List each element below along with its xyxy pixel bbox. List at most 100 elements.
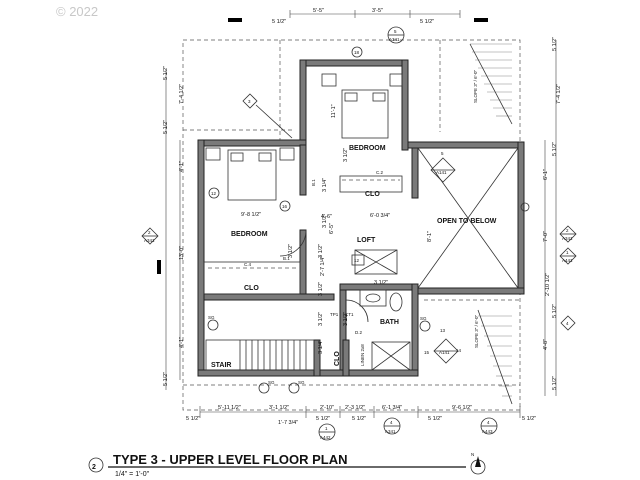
wall-bath-right [411, 283, 419, 377]
dim-right-5: 7'-0" [543, 231, 549, 242]
tag-sg: SG [420, 316, 427, 321]
loft-furniture [354, 249, 398, 275]
drawing-number: 2 [92, 464, 96, 471]
wall-open-top [407, 141, 525, 149]
fixtures [203, 73, 519, 371]
wall-open-left [411, 147, 419, 199]
dim-right-9: 5 1/2" [552, 376, 558, 390]
room-label-bedroom-2: BEDROOM [231, 231, 268, 238]
dim-left-3: 5 1/2" [163, 120, 169, 134]
dim-bot-4: 2'-3 1/2" [345, 405, 365, 411]
section-marker-open: 5 A141 [430, 151, 456, 183]
tag-sg: SG [268, 380, 275, 385]
keynote-circle [520, 202, 530, 212]
dim-c4: 3 1/2" [288, 244, 294, 258]
dim-left-4: 4'-1" [179, 161, 185, 172]
slope-label-top: SLOPE 3" / 6'-0" [473, 70, 478, 103]
dim-c3: 3 1/2" [322, 214, 328, 228]
section-number: 2 [566, 228, 569, 233]
nightstand [205, 147, 221, 161]
nightstand [321, 73, 337, 87]
room-label-bath: BATH [380, 319, 399, 326]
keynote-number: 3 [248, 99, 251, 104]
dim-left-1: 5 1/2" [163, 66, 169, 80]
room-label-linen: LINEN 2x8 [360, 344, 365, 366]
tag-c4: C.4 [244, 262, 252, 267]
dim-top-left: 5'-5" [313, 8, 324, 14]
dim-bot-2: 3'-1 1/2" [269, 405, 289, 411]
dim-bot-8: 5 1/2" [522, 416, 536, 422]
walls [197, 59, 525, 377]
section-number: 4 [487, 420, 490, 425]
section-marker-bottom-3: 4 A443 [480, 417, 498, 435]
dim-left-6: 4'-1" [179, 337, 185, 348]
section-marker-right-2: 1 A441 [559, 247, 577, 265]
keynote-number: 14 [456, 348, 462, 353]
section-ref: A141 [436, 170, 447, 175]
room-label-clo-main: CLO [365, 191, 380, 198]
dim-c7: 3 1/2" [318, 282, 324, 296]
north-arrow-pointer [475, 456, 481, 467]
dim-c6: 2'-7 1/4" [320, 256, 326, 276]
room-label-open-to-below: OPEN TO BELOW [437, 218, 497, 225]
keynote-box [351, 254, 365, 266]
north-label: N [471, 452, 474, 457]
wall-open-bottom [411, 287, 525, 295]
dim-left-7: 5 1/2" [163, 372, 169, 386]
tag-ct1: CT1 [345, 312, 354, 317]
section-ref: A141 [439, 350, 450, 355]
wall-bed2-top [197, 139, 307, 147]
keynote-diamond-3: 3 [242, 93, 293, 139]
dim-right-3: 5 1/2" [552, 142, 558, 156]
title-block: 2 TYPE 3 - UPPER LEVEL FLOOR PLAN 1/4" =… [88, 452, 486, 478]
wall-main-top [299, 59, 409, 67]
section-ref: A341 [385, 429, 396, 434]
keynote-number: 16 [282, 204, 288, 209]
dim-bot-9: 1'-7 3/4" [278, 420, 298, 426]
wall-bottom-left [197, 369, 324, 377]
bed-2 [227, 149, 277, 201]
room-label-clo-bed2: CLO [244, 285, 259, 292]
wall-main-right [401, 59, 409, 151]
keynote-circle [207, 319, 219, 331]
section-number: 1 [325, 426, 328, 431]
keynote-circle [288, 382, 300, 394]
dim-right-1: 5 1/2" [552, 37, 558, 51]
wall-clo3 [342, 339, 350, 377]
dim-loft-b: 6'-5" [329, 223, 335, 234]
tag-d2: D.2 [355, 330, 363, 335]
section-marker-bath: A141 15 [424, 338, 459, 364]
dim-bedroom2-width: 9'-8 1/2" [241, 212, 261, 218]
section-marker-bottom-1: 1 A442 [318, 423, 336, 441]
vanity [359, 289, 387, 307]
room-label-stair: STAIR [211, 362, 231, 369]
section-marker-right-1: 2 A341 [559, 225, 577, 243]
dim-c9: 3 1/2" [343, 312, 349, 326]
drawing-number-circle [88, 457, 104, 473]
toilet [389, 292, 403, 312]
dim-bot-6: 5 1/2" [428, 416, 442, 422]
wall-open-right [517, 141, 525, 295]
drawing-scale: 1/4" = 1'-0" [115, 471, 150, 478]
section-number: 1 [566, 250, 569, 255]
door-swing [345, 299, 369, 323]
door-swing [279, 229, 307, 257]
dim-top-right: 3'-5" [372, 8, 383, 14]
grid-tick [228, 18, 242, 22]
dim-top-right-edge: 5 1/2" [420, 19, 434, 25]
dim-bot-10: 5 1/2" [186, 416, 200, 422]
keynote-circle [279, 200, 291, 212]
section-number: 4 [390, 420, 393, 425]
nightstand [279, 147, 295, 161]
room-label-loft: LOFT [357, 237, 376, 244]
dim-right-6: 2'-10 1/2" [545, 273, 551, 296]
section-number: 2 [148, 230, 151, 235]
keynote-number: 13 [440, 328, 446, 333]
shower [371, 341, 411, 371]
section-marker-left: 2 A341 [141, 227, 159, 245]
keynote-circle [351, 46, 363, 58]
dim-c2: 3 1/4" [322, 178, 328, 192]
dim-left-5: 13'-0" [179, 246, 185, 260]
nightstand [389, 73, 403, 87]
keynote-number: 12 [354, 258, 360, 263]
